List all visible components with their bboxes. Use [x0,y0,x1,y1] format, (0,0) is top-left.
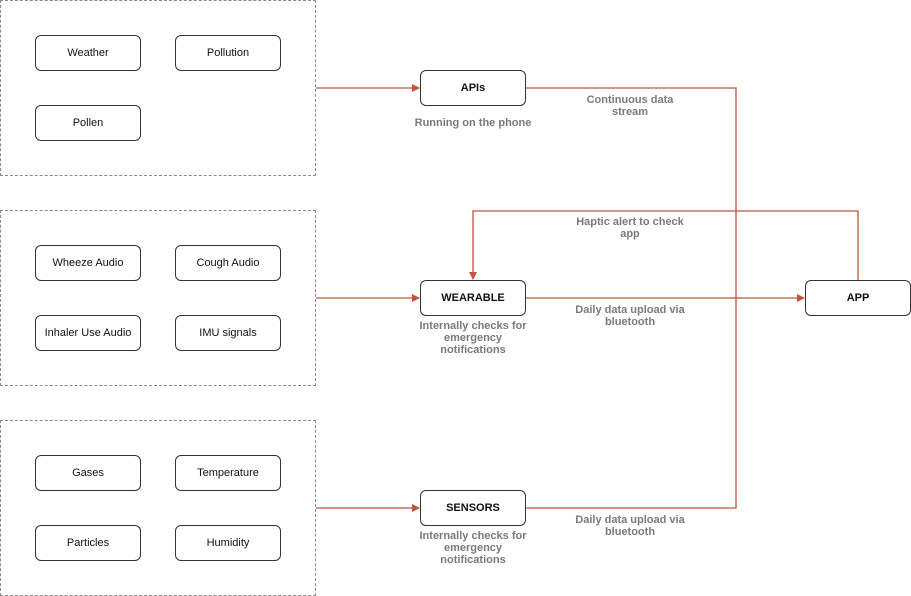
environment-group [0,0,316,176]
apis-node: APIs [420,70,526,106]
wearable-caption: Internally checks for emergency notifica… [419,320,527,356]
sensors-to-app-label: Daily data upload via bluetooth [575,514,685,538]
inhaler-audio-box: Inhaler Use Audio [35,315,141,351]
apis-to-app-label: Continuous data stream [586,94,674,118]
cough-audio-box: Cough Audio [175,245,281,281]
particles-box: Particles [35,525,141,561]
wheeze-audio-box: Wheeze Audio [35,245,141,281]
imu-signals-box: IMU signals [175,315,281,351]
sensor-group [0,420,316,596]
weather-box: Weather [35,35,141,71]
wearable-to-app-label: Daily data upload via bluetooth [575,304,685,328]
arrow-app-to-wearable-haptic [469,210,859,280]
sensors-node: SENSORS [420,490,526,526]
humidity-box: Humidity [175,525,281,561]
gases-box: Gases [35,455,141,491]
sensors-caption: Internally checks for emergency notifica… [419,530,527,566]
pollen-box: Pollen [35,105,141,141]
pollution-box: Pollution [175,35,281,71]
haptic-alert-label: Haptic alert to check app [576,216,684,240]
apis-caption: Running on the phone [414,117,532,129]
app-node: APP [805,280,911,316]
temperature-box: Temperature [175,455,281,491]
audio-group [0,210,316,386]
wearable-node: WEARABLE [420,280,526,316]
